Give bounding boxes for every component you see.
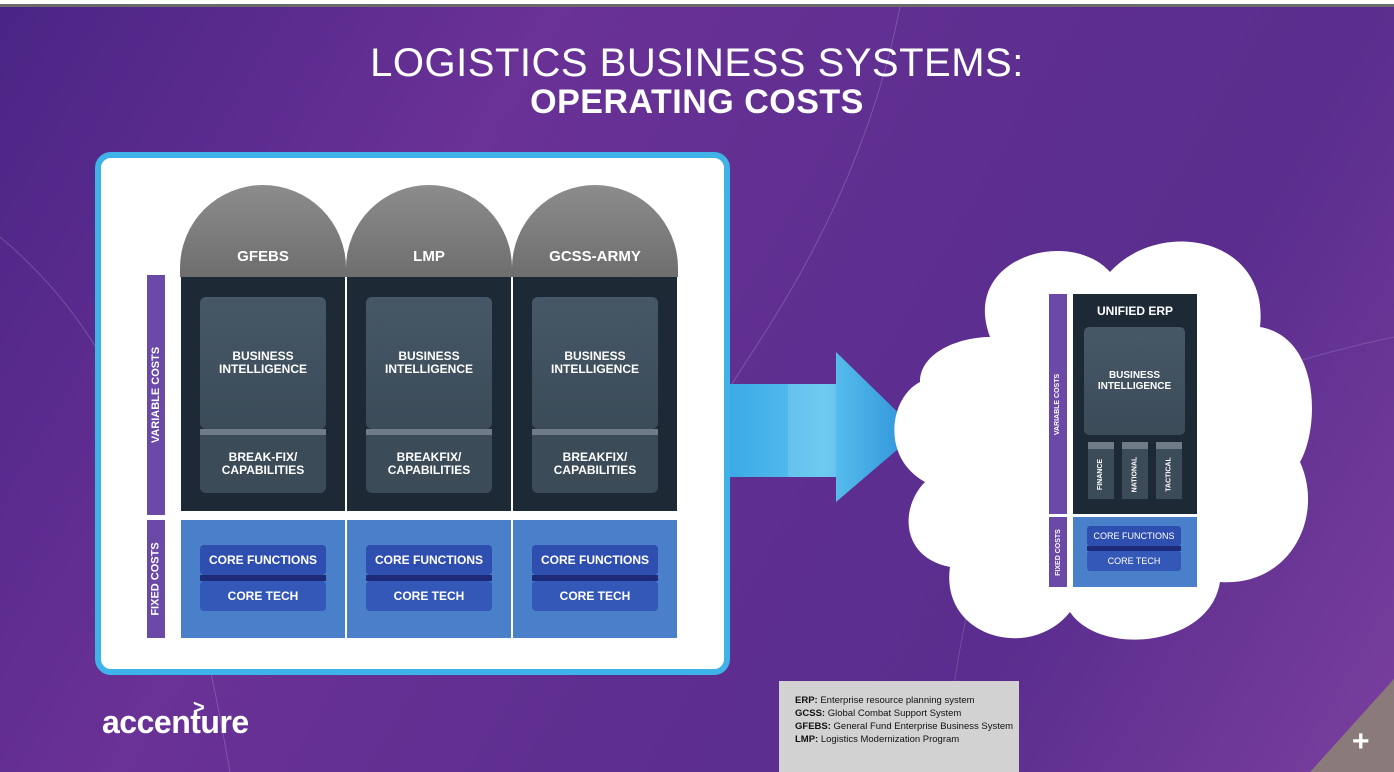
lmp-core-functions: CORE FUNCTIONS [366, 545, 492, 575]
accenture-logo-mark: > [193, 697, 205, 719]
lmp-variable-block: BUSINESS INTELLIGENCE BREAKFIX/ CAPABILI… [347, 277, 511, 511]
plus-icon: + [1352, 725, 1370, 758]
unified-core-tech: CORE TECH [1087, 551, 1181, 571]
corner-fold [1310, 679, 1394, 772]
separator [1088, 442, 1114, 449]
separator [1087, 546, 1181, 551]
legend-row: LMP: Logistics Modernization Program [795, 734, 960, 745]
gcss-army-core-functions: CORE FUNCTIONS [532, 545, 658, 575]
module-finance: FINANCE [1088, 449, 1114, 499]
legend-row: ERP: Enterprise resource planning system [795, 695, 975, 706]
unified-erp-title: UNIFIED ERP [1096, 304, 1173, 318]
unified-erp-fixed-block: CORE FUNCTIONS CORE TECH [1073, 517, 1197, 587]
module-national: NATIONAL [1122, 449, 1148, 499]
legend-row: GFEBS: General Fund Enterprise Business … [795, 721, 1014, 732]
lmp-business-intelligence: BUSINESS INTELLIGENCE [366, 297, 492, 429]
title-line-1: LOGISTICS BUSINESS SYSTEMS: [370, 41, 1024, 85]
separator [366, 429, 492, 435]
gfebs-business-intelligence: BUSINESS INTELLIGENCE [200, 297, 326, 429]
title-line-2: OPERATING COSTS [530, 83, 864, 121]
separator [1122, 442, 1148, 449]
unified-fixed-costs-label: FIXED COSTS [1049, 517, 1067, 587]
top-rule [0, 0, 1394, 7]
unified-business-intelligence: BUSINESS INTELLIGENCE [1084, 327, 1185, 435]
separator [366, 575, 492, 581]
separator [1156, 442, 1182, 449]
lmp-core-tech: CORE TECH [366, 581, 492, 611]
fixed-costs-label: FIXED COSTS [147, 520, 165, 638]
gcss-army-label: GCSS-ARMY [549, 248, 641, 265]
module-tactical: TACTICAL [1156, 449, 1182, 499]
separator [532, 429, 658, 435]
gfebs-core-functions: CORE FUNCTIONS [200, 545, 326, 575]
gfebs-core-tech: CORE TECH [200, 581, 326, 611]
gcss-army-variable-block: BUSINESS INTELLIGENCE BREAKFIX/ CAPABILI… [513, 277, 677, 511]
legend-row: GCSS: Global Combat Support System [795, 708, 962, 719]
gcss-army-business-intelligence: BUSINESS INTELLIGENCE [532, 297, 658, 429]
gfebs-variable-block: BUSINESS INTELLIGENCE BREAK-FIX/ CAPABIL… [181, 277, 345, 511]
lmp-label: LMP [413, 248, 445, 265]
unified-variable-costs-label: VARIABLE COSTS [1049, 294, 1067, 514]
separator [532, 575, 658, 581]
unified-core-functions: CORE FUNCTIONS [1087, 526, 1181, 546]
gcss-army-core-tech: CORE TECH [532, 581, 658, 611]
transition-arrow [728, 352, 918, 502]
slide: LOGISTICS BUSINESS SYSTEMS: OPERATING CO… [0, 7, 1394, 772]
unified-erp-variable-block: UNIFIED ERP BUSINESS INTELLIGENCE FINANC… [1073, 294, 1197, 514]
gfebs-break-fix: BREAK-FIX/ CAPABILITIES [200, 435, 326, 493]
gfebs-fixed-block: CORE FUNCTIONS CORE TECH [181, 520, 345, 638]
separator [200, 575, 326, 581]
acronym-legend: ERP: Enterprise resource planning system… [779, 681, 1019, 772]
separator [200, 429, 326, 435]
gfebs-label: GFEBS [237, 248, 289, 265]
variable-costs-label: VARIABLE COSTS [147, 275, 165, 515]
accenture-logo: accenture [102, 704, 249, 740]
lmp-fixed-block: CORE FUNCTIONS CORE TECH [347, 520, 511, 638]
gcss-army-fixed-block: CORE FUNCTIONS CORE TECH [513, 520, 677, 638]
gcss-army-break-fix: BREAKFIX/ CAPABILITIES [532, 435, 658, 493]
lmp-break-fix: BREAKFIX/ CAPABILITIES [366, 435, 492, 493]
